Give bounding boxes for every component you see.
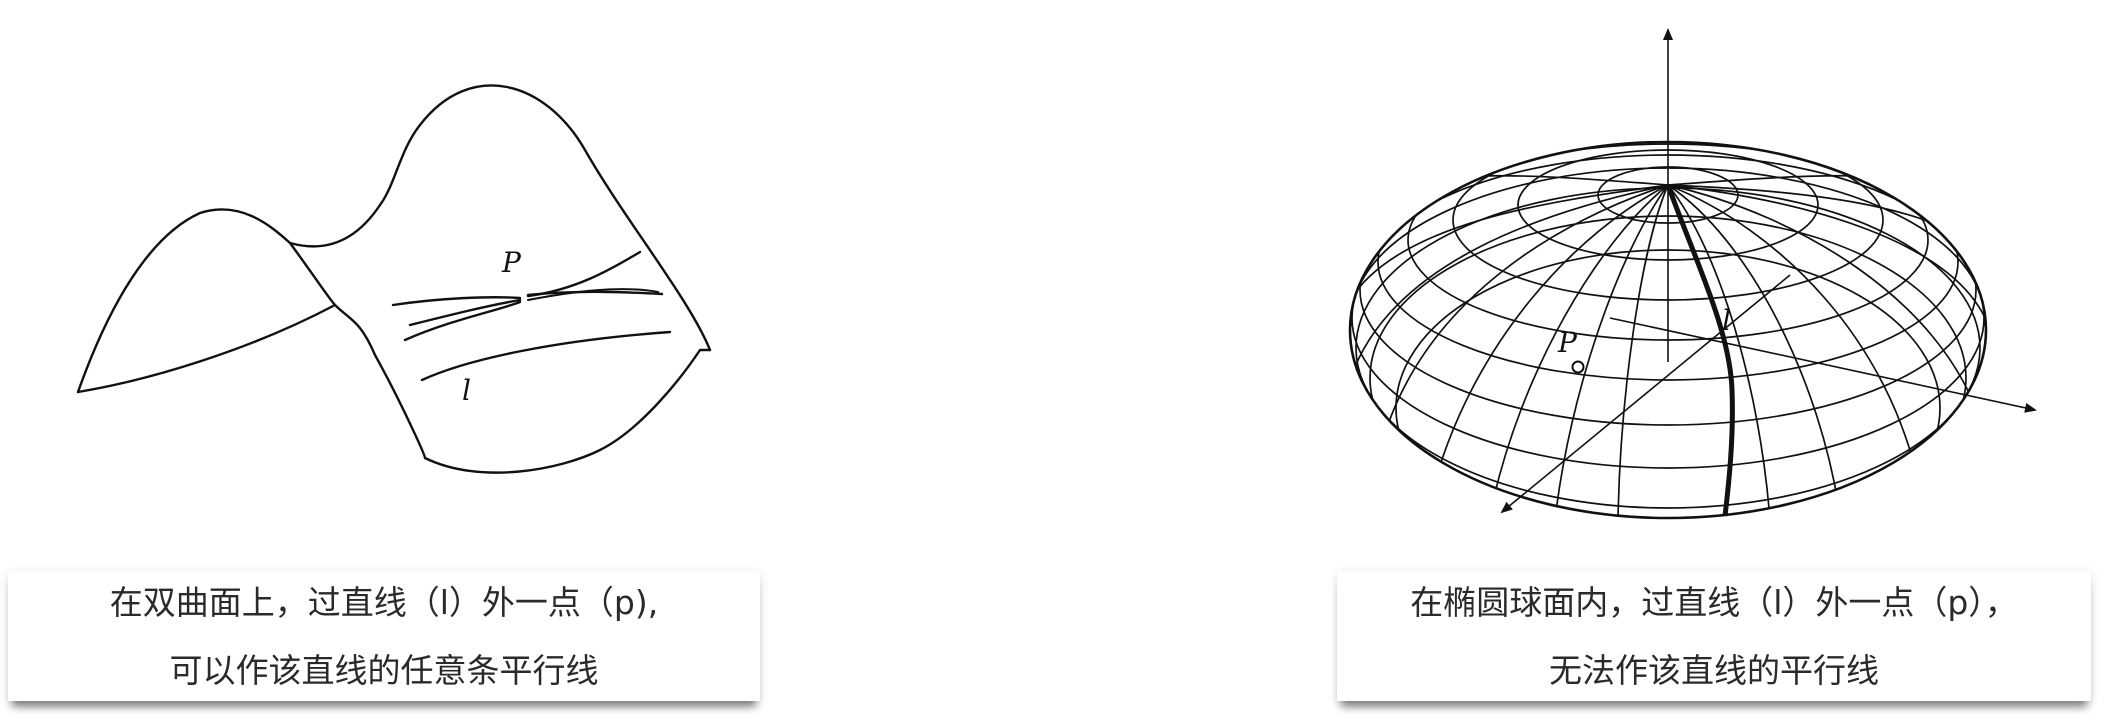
ellipsoid-diagram: P l — [1348, 28, 2037, 520]
ellipsoid-panel: P l 在椭圆球面内，过直线（l）外一点（p）， 无法作该直线的平行线 — [1320, 0, 2110, 722]
saddle-fold — [288, 241, 427, 460]
point-p-label: P — [501, 246, 522, 279]
parallel-line-6 — [527, 288, 659, 301]
line-l-label: l — [1722, 304, 1731, 337]
hyperbolic-caption: 在双曲面上，过直线（l）外一点（p), 可以作该直线的任意条平行线 — [8, 571, 760, 701]
parallel-line-3 — [408, 298, 522, 327]
oblique-axis — [1500, 274, 1791, 514]
saddle-bottom-edge — [423, 348, 712, 474]
hyperbolic-caption-line-1: 在双曲面上，过直线（l）外一点（p), — [109, 583, 659, 622]
saddle-outline — [76, 84, 712, 394]
ellipsoid-caption-line-1: 在椭圆球面内，过直线（l）外一点（p）， — [1410, 583, 2018, 622]
parallel-line-4 — [526, 250, 642, 298]
saddle-near-edge — [76, 303, 337, 394]
point-p-label: P — [1557, 326, 1578, 359]
ellipsoid-caption: 在椭圆球面内，过直线（l）外一点（p）， 无法作该直线的平行线 — [1337, 571, 2091, 701]
hyperbolic-surface-diagram: P l — [76, 84, 712, 474]
hyperbolic-panel: P l 在双曲面上，过直线（l）外一点（p), 可以作该直线的任意条平行线 — [0, 0, 760, 722]
horizontal-axis — [1609, 317, 2037, 413]
ellipsoid-caption-line-2: 无法作该直线的平行线 — [1549, 651, 1879, 690]
parallel-line-5 — [403, 300, 522, 342]
line-l — [420, 330, 672, 382]
point-p — [1571, 360, 1585, 374]
hyperbolic-caption-line-2: 可以作该直线的任意条平行线 — [169, 651, 599, 690]
parallel-line-1 — [391, 296, 522, 307]
line-l-label: l — [462, 374, 471, 407]
line-l — [1665, 184, 1735, 517]
ellipsoid-outline — [1348, 140, 1988, 520]
